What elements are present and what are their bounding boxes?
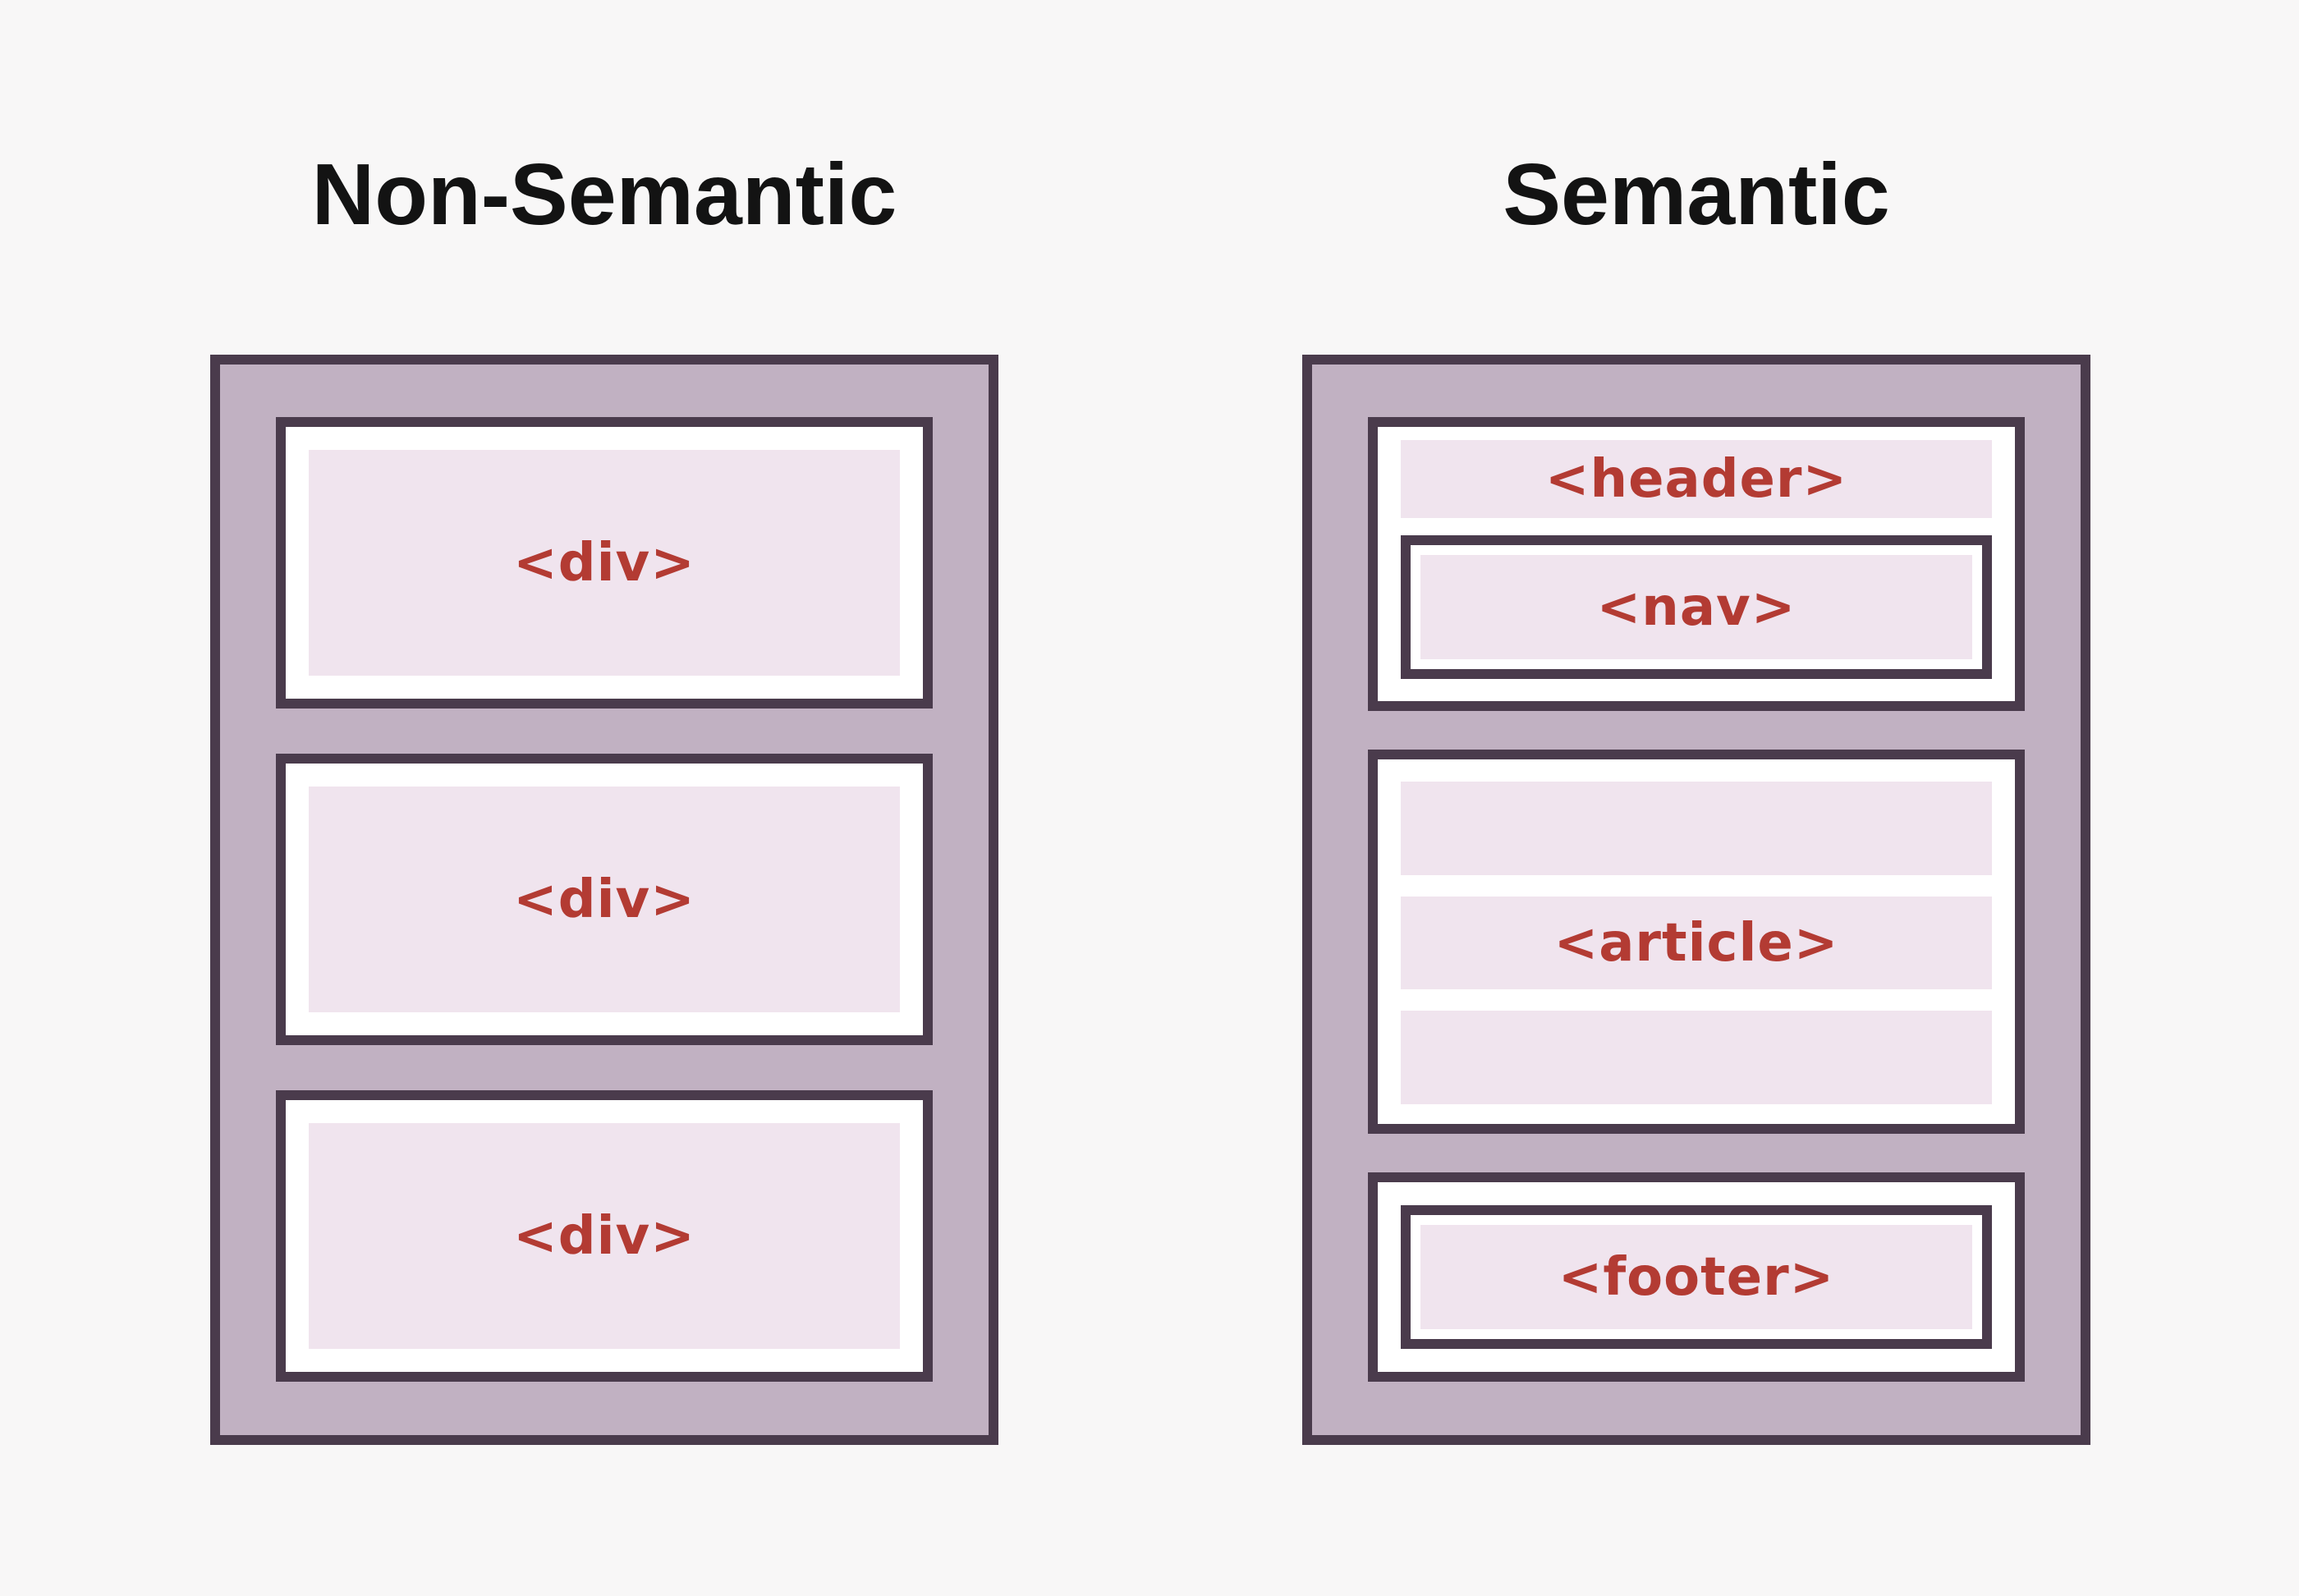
div-tag-label: <div> [513, 1205, 695, 1267]
semantic-title: Semantic [1503, 146, 1890, 243]
div-tag-label: <div> [513, 532, 695, 594]
div-box-2-fill: <div> [309, 787, 900, 1012]
footer-inner-box: <footer> [1401, 1205, 1992, 1349]
header-strip: <header> [1401, 440, 1992, 518]
article-tag-label: <article> [1553, 912, 1839, 974]
header-box: <header> <nav> [1368, 417, 2025, 711]
article-strip-bottom [1401, 1011, 1992, 1105]
non-semantic-title: Non-Semantic [311, 146, 897, 243]
div-box-3: <div> [276, 1090, 933, 1382]
article-strip-top [1401, 782, 1992, 875]
nav-box-fill: <nav> [1420, 555, 1972, 659]
header-tag-label: <header> [1544, 448, 1848, 510]
article-strip-middle: <article> [1401, 896, 1992, 990]
div-box-2: <div> [276, 754, 933, 1045]
semantic-container: <header> <nav> <article> <footer> [1302, 355, 2090, 1445]
div-box-3-fill: <div> [309, 1123, 900, 1349]
footer-box: <footer> [1368, 1172, 2025, 1382]
div-tag-label: <div> [513, 869, 695, 930]
div-box-1-fill: <div> [309, 450, 900, 676]
nav-tag-label: <nav> [1596, 576, 1797, 638]
footer-tag-label: <footer> [1558, 1246, 1835, 1308]
article-box: <article> [1368, 750, 2025, 1134]
footer-inner-fill: <footer> [1420, 1225, 1972, 1329]
nav-box: <nav> [1401, 535, 1992, 679]
div-box-1: <div> [276, 417, 933, 709]
non-semantic-container: <div> <div> <div> [210, 355, 998, 1445]
